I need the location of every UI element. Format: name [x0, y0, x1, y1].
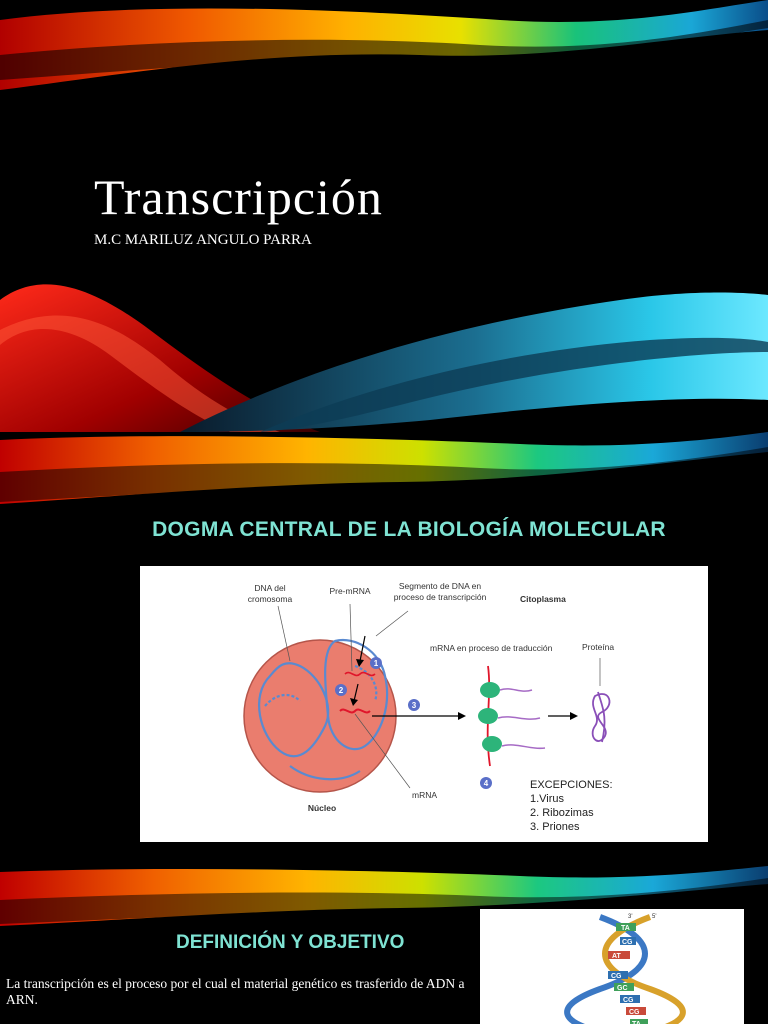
strand-end-label: 5' [652, 914, 656, 920]
central-dogma-diagram: 1 2 3 4 [243, 581, 614, 833]
ribosomes [478, 682, 502, 752]
step-3-marker: 3 [408, 699, 420, 711]
base-pair: CG [611, 973, 622, 980]
mrna-strand [339, 708, 371, 714]
strand-end-label: 3' [628, 914, 632, 920]
exception-item: 1.Virus [530, 793, 565, 805]
decorative-swoosh-graphic [0, 432, 768, 504]
base-pair: GC [617, 985, 628, 992]
presentation-author: M.C MARILUZ ANGULO PARRA [94, 232, 312, 248]
arrow-segment [359, 635, 366, 662]
decorative-swoosh-graphic [0, 0, 768, 432]
exception-item: 3. Priones [530, 821, 580, 833]
dna-helix-graphic: TA CG AT CG GC CG CG TA 3' 5' [564, 914, 686, 1024]
central-dogma-figure: 1 2 3 4 [140, 566, 708, 842]
label-cytoplasm: Citoplasma [520, 594, 566, 604]
svg-text:4: 4 [484, 779, 489, 788]
label-dna-chromosome-2: cromosoma [248, 594, 293, 604]
arrow-premrna [353, 683, 359, 702]
step-1-marker: 1 [370, 657, 382, 669]
label-nucleus: Núcleo [308, 803, 336, 813]
presentation-title: Transcripción [94, 169, 383, 225]
base-pair: TA [632, 1021, 641, 1024]
dna-helix-image: TA CG AT CG GC CG CG TA 3' 5' [480, 909, 744, 1024]
slide-2: DOGMA CENTRAL DE LA BIOLOGÍA MOLECULAR [0, 432, 768, 866]
slide-title: DOGMA CENTRAL DE LA BIOLOGÍA MOLECULAR [152, 518, 666, 541]
label-dna-chromosome-1: DNA del [254, 583, 285, 593]
step-2-marker: 2 [335, 684, 347, 696]
definition-text: La transcripción es el proceso por el cu… [6, 976, 465, 1007]
slide-1: Transcripción M.C MARILUZ ANGULO PARRA [0, 0, 768, 432]
slide-title: DEFINICIÓN Y OBJETIVO [176, 932, 405, 953]
pre-mrna-strand [344, 671, 376, 677]
exception-item: 2. Ribozimas [530, 807, 594, 819]
label-segment-1: Segmento de DNA en [399, 581, 481, 591]
protein-shape [591, 691, 611, 743]
svg-text:2: 2 [339, 686, 344, 695]
base-pair: AT [612, 953, 622, 960]
exceptions-title: EXCEPCIONES: [530, 779, 613, 791]
slide-3: DEFINICIÓN Y OBJETIVO La transcripción e… [0, 866, 768, 1024]
label-pre-mrna: Pre-mRNA [329, 586, 370, 596]
base-pair: CG [622, 939, 633, 946]
label-protein: Proteína [582, 642, 614, 652]
leader-lines [277, 603, 601, 789]
base-pair: TA [621, 925, 630, 932]
label-segment-2: proceso de transcripción [394, 592, 487, 602]
svg-text:1: 1 [374, 659, 379, 668]
step-4-marker: 4 [480, 777, 492, 789]
label-mrna: mRNA [412, 790, 437, 800]
base-pair: CG [629, 1009, 640, 1016]
svg-text:3: 3 [412, 701, 417, 710]
label-translation: mRNA en proceso de traducción [430, 643, 553, 653]
decorative-swoosh-graphic [0, 866, 768, 926]
peptide-chains [497, 688, 546, 750]
base-pair: CG [623, 997, 634, 1004]
